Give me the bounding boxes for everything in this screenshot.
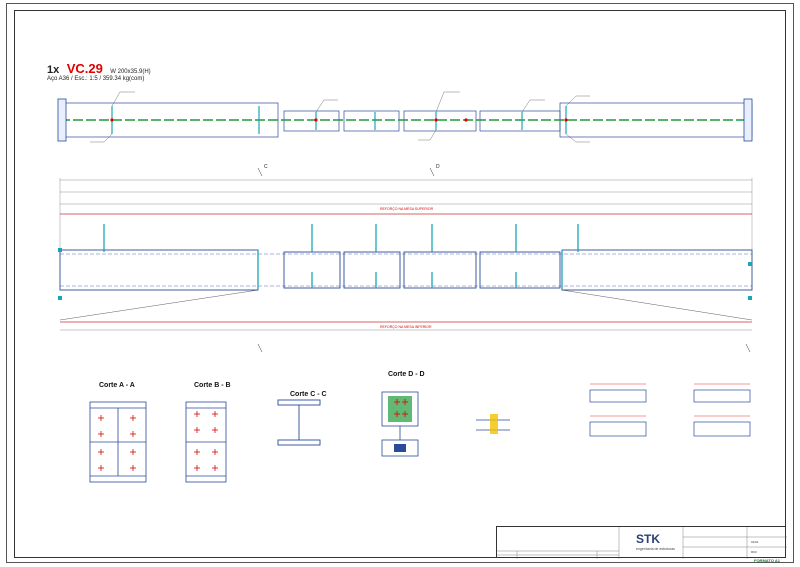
sheet-format: FORMATO A1 [754, 558, 780, 563]
section-c-title: Corte C - C [290, 391, 327, 398]
section-a-title: Corte A - A [99, 382, 135, 389]
section-d-title: Corte D - D [388, 371, 425, 378]
title-block-subtitle: engenharia de estruturas [636, 547, 675, 551]
title-block-brand: STK [636, 532, 660, 546]
sheet-inner-border [14, 10, 786, 558]
title-block-sheet: 01/01 [751, 540, 759, 544]
piece-material-scale: Aço A36 / Esc.: 1:5 / 359.34 kg(com) [47, 76, 145, 82]
title-block-revision: R00 [751, 550, 757, 554]
piece-quantity: 1x [47, 64, 60, 76]
title-block-grid [497, 527, 787, 559]
cut-mark-d-label: D [436, 164, 440, 170]
piece-profile: W 200x35.9(H) [110, 69, 151, 75]
piece-header: 1x VC.29 W 200x35.9(H) [47, 60, 151, 78]
sheet-outer-border [6, 3, 794, 563]
cut-mark-c-label: C [264, 164, 268, 170]
red-note-bottom: REFORÇO NA MESA INFERIOR [380, 325, 432, 329]
red-note-top: REFORÇO NA MESA SUPERIOR [380, 207, 434, 211]
piece-mark: VC.29 [66, 61, 103, 76]
title-block: STK engenharia de estruturas 01/01 R00 [496, 526, 787, 559]
section-b-title: Corte B - B [194, 382, 231, 389]
